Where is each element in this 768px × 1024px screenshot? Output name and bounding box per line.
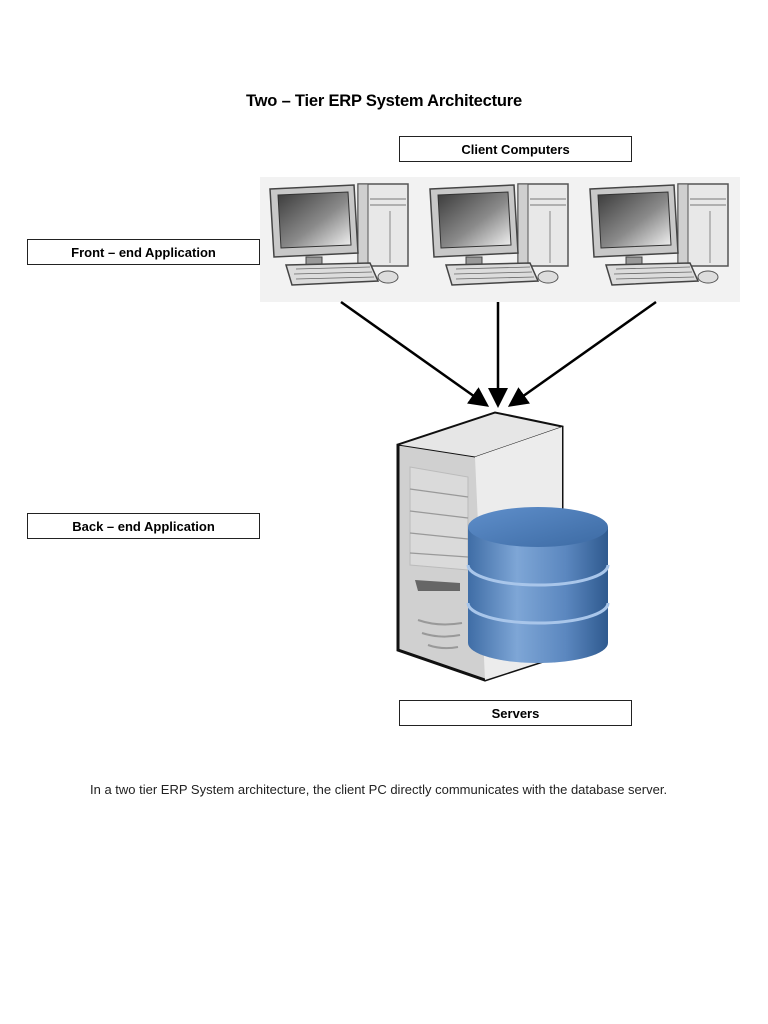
servers-label: Servers <box>399 700 632 726</box>
arrow-left-client-to-server <box>340 300 490 407</box>
front-end-application-label: Front – end Application <box>27 239 260 265</box>
description-paragraph: In a two tier ERP System architecture, t… <box>90 782 668 797</box>
client-computers-group <box>260 177 740 302</box>
desktop-computer-icon <box>589 183 729 286</box>
server-tower-icon <box>396 411 610 682</box>
diagram-title-text: Two – Tier ERP System Architecture <box>246 92 522 110</box>
diagram-title: Two – Tier ERP System Architecture <box>0 92 768 111</box>
desktop-computer-icon <box>429 183 569 286</box>
back-end-application-label: Back – end Application <box>27 513 260 539</box>
arrow-right-client-to-server <box>507 300 657 407</box>
database-cylinder-icon <box>466 507 610 663</box>
desktop-computer-icon <box>269 183 409 286</box>
client-computers-label: Client Computers <box>399 136 632 162</box>
